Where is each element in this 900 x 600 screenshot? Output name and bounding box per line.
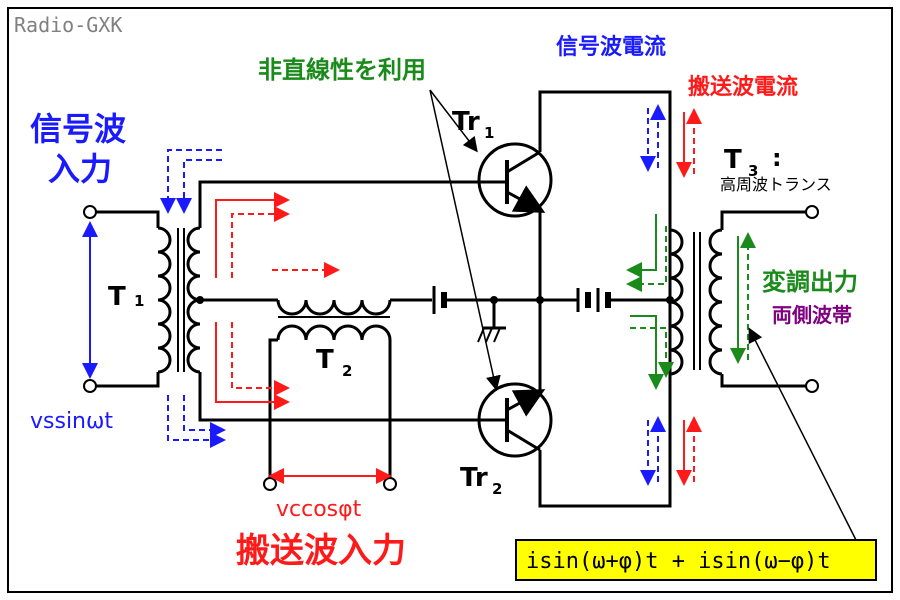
t2-label: T	[316, 345, 334, 375]
t3-subscript: 3	[748, 162, 758, 180]
frame-border	[7, 7, 893, 593]
bias-battery	[432, 286, 578, 314]
tr1-label: Tr	[452, 107, 480, 137]
dsb-pointer	[748, 327, 857, 541]
tr2-label: Tr	[460, 463, 488, 493]
output-current-arrows	[626, 214, 756, 390]
t3-label: T	[724, 145, 742, 175]
t3-description: 高周波トランス	[720, 175, 832, 194]
signal-input-label-1: 信号波	[30, 110, 126, 148]
t1-subscript: 1	[134, 292, 144, 310]
signal-current-label: 信号波電流	[556, 34, 666, 60]
t2-upper-coil	[276, 298, 432, 316]
output-formula-box	[515, 539, 877, 581]
watermark: Radio-GXK	[14, 13, 122, 37]
signal-current-arrows	[160, 104, 666, 486]
t1-primary-coil	[157, 226, 172, 374]
center-tap-line	[196, 296, 278, 304]
nonlinear-label: 非直線性を利用	[258, 56, 426, 84]
nonlinear-pointers	[429, 89, 501, 391]
t3-colon: :	[772, 144, 782, 172]
tr1-transistor	[477, 90, 672, 300]
signal-input-label-2: 入力	[48, 150, 112, 188]
output-formula: isin(ω+φ)t + isin(ω−φ)t	[526, 549, 831, 574]
tr1-subscript: 1	[484, 124, 494, 142]
ground-symbol	[477, 300, 506, 343]
carrier-input-label: 搬送波入力	[236, 531, 406, 571]
tr2-transistor	[477, 300, 672, 508]
modulation-output-label: 変調出力	[762, 268, 858, 296]
input-terminals	[83, 205, 160, 393]
t1-label: T	[108, 282, 126, 312]
carrier-current-label: 搬送波電流	[688, 74, 798, 100]
carrier-current-arrows	[215, 108, 702, 486]
signal-formula: vssinωt	[30, 409, 113, 434]
dsb-label: 両側波帯	[772, 303, 852, 327]
tr2-subscript: 2	[492, 480, 502, 498]
t3-secondary-coil	[708, 205, 819, 393]
carrier-formula: vccosφt	[276, 497, 362, 522]
supply-battery	[576, 288, 674, 312]
t2-subscript: 2	[342, 362, 352, 380]
t3-primary-coil	[669, 228, 684, 376]
